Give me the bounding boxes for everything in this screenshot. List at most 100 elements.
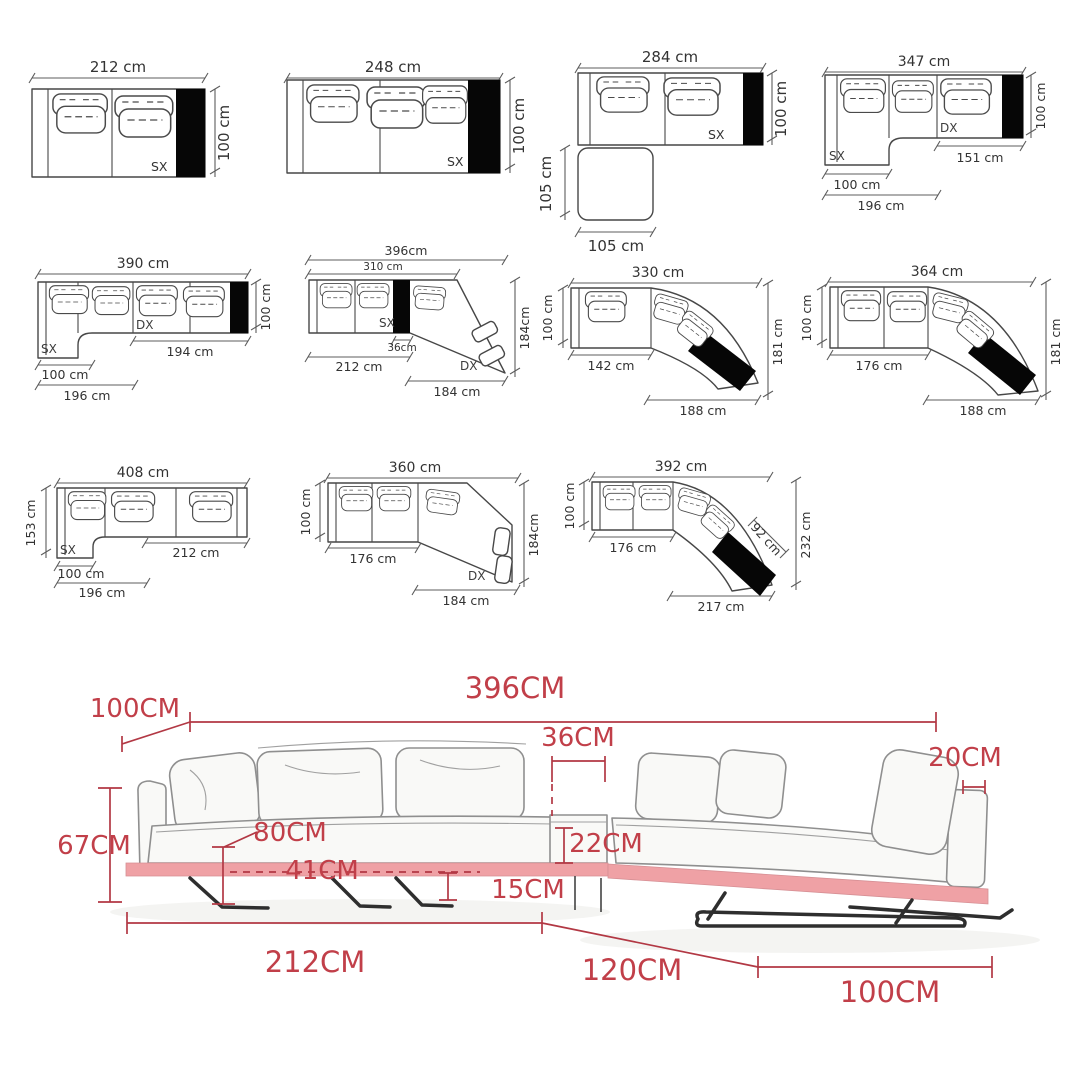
diagram-sofa-248: 248 cm SX 100 cm [283, 58, 528, 174]
ottoman-outline [577, 147, 654, 221]
chaise-length-dimension [53, 577, 151, 589]
block-label: 36cm [387, 342, 416, 354]
depth-label: 100 cm [562, 483, 577, 530]
width-label: 212 cm [90, 58, 146, 76]
depth-label: 100 cm [258, 284, 273, 331]
black-accent-block [968, 333, 1036, 395]
cushions [67, 491, 234, 523]
bottom-dimension [666, 590, 776, 602]
console-width-label: 36CM [541, 723, 615, 753]
chaise-length-label: 196 cm [858, 198, 905, 213]
bottom-label: 188 cm [680, 403, 727, 418]
right-dimension [790, 476, 802, 590]
back-cushion [494, 555, 513, 585]
back-height-label: 67CM [57, 831, 131, 861]
right-label: 184cm [517, 307, 532, 350]
black-accent-block [176, 89, 205, 177]
depth-label: 100 cm [772, 81, 790, 137]
ottoman-width-dimension [574, 226, 657, 238]
seat-depth-label: 80CM [253, 818, 327, 848]
cushions [306, 84, 469, 129]
back-cushion [478, 344, 506, 367]
width-label: 390 cm [117, 256, 170, 272]
section-right-label: 100CM [840, 975, 941, 1009]
right-label: 232 cm [798, 512, 813, 559]
backrest-thickness-label: 20CM [928, 743, 1002, 773]
total-width-line [189, 712, 937, 732]
seat-dimension [567, 349, 655, 361]
chaise-width-label: 100 cm [42, 367, 89, 382]
side-right-label: DX [940, 121, 957, 135]
base-strip-right [607, 863, 989, 905]
chaise-offset-label: 100CM [90, 694, 180, 724]
diagram-sofa-364: 364 cm 176 cm 188 cm 181 cm 100 cm [799, 264, 1063, 418]
right-dimension [762, 279, 774, 400]
side-label: SX [447, 154, 464, 169]
inner-width-label: 310 cm [363, 261, 402, 273]
bottom-dimension [404, 375, 509, 387]
sofa-outline [308, 279, 506, 374]
bottom-label: 188 cm [960, 403, 1007, 418]
black-accent-block [712, 532, 776, 596]
depth-dimension [209, 85, 221, 177]
diagram-sofa-396: 396cm 310 cm SX 36cm 212 cm DX 184 cm 18… [304, 243, 532, 399]
ottoman-depth-label: 105 cm [537, 156, 555, 212]
section-right-line [757, 956, 993, 978]
back-cushion [715, 749, 787, 819]
seat-label: 142 cm [588, 358, 635, 373]
right-back-cushion [870, 749, 960, 855]
black-accent-block [393, 280, 410, 333]
side-left-label: SX [829, 149, 845, 163]
side-right-label: DX [468, 569, 485, 583]
back-cushion [395, 747, 525, 821]
seat-dimension [933, 140, 1027, 152]
sofa-outline [327, 482, 513, 585]
seat-label: 176 cm [350, 551, 397, 566]
section-left-label: 212CM [265, 945, 366, 979]
depth-dimension [504, 76, 516, 173]
width-label: 248 cm [365, 58, 421, 76]
seat-label: 212 cm [173, 545, 220, 560]
width-dimension [304, 254, 509, 266]
ottoman-depth-dimension [559, 144, 571, 220]
right-dimension [509, 276, 521, 377]
inner-width-dimension [304, 268, 461, 280]
depth-dimension [250, 278, 262, 333]
depth-label: 100 cm [510, 98, 528, 154]
console-width-line [551, 756, 606, 782]
console-height-line [555, 827, 573, 864]
depth-dimension [40, 484, 52, 558]
diagram-sofa-408: 408 cm SX 212 cm 100 cm 196 cm 153 cm [23, 465, 251, 600]
width-label: 360 cm [389, 460, 442, 476]
base-height-label: 15CM [491, 875, 565, 905]
black-accent-block [688, 331, 756, 391]
chaise-width-dimension [53, 560, 97, 572]
width-label: 364 cm [911, 264, 964, 280]
diagram-sofa-330: 330 cm 142 cm 188 cm 181 cm 100 cm [540, 265, 785, 418]
diagram-sofa-212: 212 cm SX 100 cm [28, 58, 233, 178]
black-accent-block [468, 80, 500, 173]
seat-label: 176 cm [856, 358, 903, 373]
width-label: 284 cm [642, 48, 698, 66]
seat-dimension [304, 351, 414, 363]
depth-label: 100 cm [1033, 83, 1048, 130]
legs [188, 876, 1014, 928]
width-dimension [567, 277, 763, 289]
floor-shadow [580, 927, 1040, 953]
depth-dimension [766, 69, 778, 145]
console [549, 814, 608, 864]
depth-dimension [816, 283, 828, 348]
width-dimension [34, 268, 252, 280]
sofa-drawing [137, 740, 989, 889]
seat-dimension [129, 335, 252, 347]
side-right-label: DX [136, 318, 153, 332]
seat-dimension [588, 531, 677, 543]
sofa-perspective-sketch: 100CM 396CM 36CM 20CM 67CM 80CM 41CM 22C… [57, 671, 1040, 1009]
depth-dimension [557, 284, 569, 348]
width-dimension [588, 471, 774, 483]
sofa-outline [829, 286, 1039, 396]
diagram-sofa-392: 392 cm 176 cm 92 cm 232 cm 217 cm 100 cm [562, 459, 813, 614]
width-dimension [28, 72, 209, 84]
side-label: SX [708, 127, 725, 142]
